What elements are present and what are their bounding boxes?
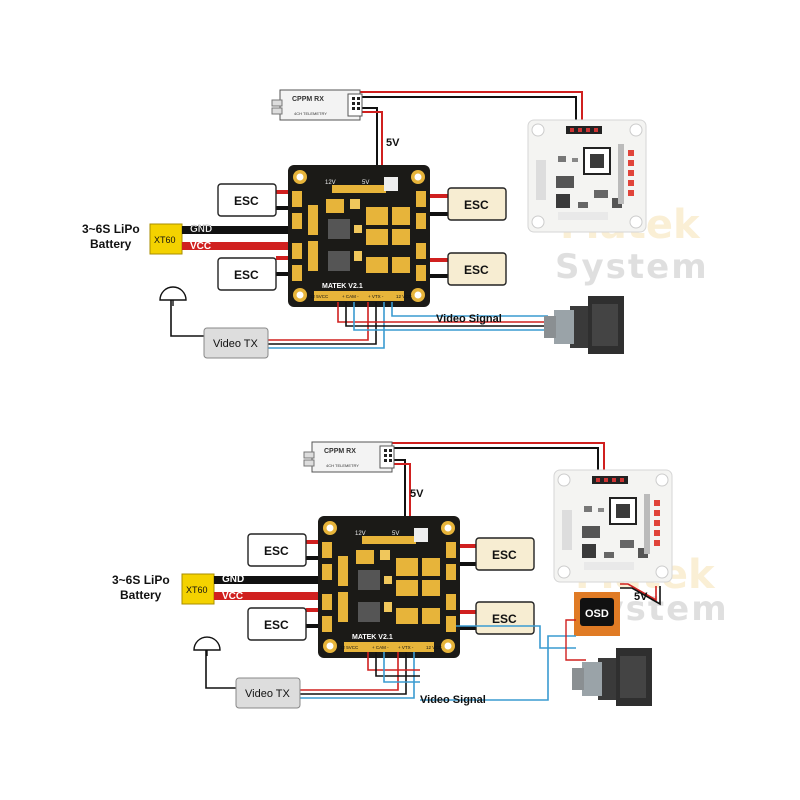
video-tx-label: Video TX: [213, 338, 259, 350]
receiver-sublabel: 4CH TELEMETRY: [294, 111, 327, 116]
battery-label-line1: 3~6S LiPo: [82, 222, 140, 236]
camera-icon: [544, 296, 624, 354]
battery-label-line1: 3~6S LiPo: [112, 573, 170, 587]
receiver-sublabel: 4CH TELEMETRY: [326, 463, 359, 468]
diagram-top: CPPM RX 4CH TELEMETRY 5V 3~6S LiPo Batte…: [82, 89, 647, 359]
pdb-bottom-right: + VTX -: [368, 294, 384, 299]
diagram-bottom: CPPM RX 4CH TELEMETRY 5V 3~6S LiPo Batte…: [112, 441, 673, 709]
pdb-bottom-left: 12 5VCC: [310, 294, 329, 299]
pdb-name-label: MATEK V2.1: [352, 634, 393, 641]
gnd-label: GND: [222, 574, 244, 585]
vcc-label: VCC: [190, 241, 211, 252]
esc-label: ESC: [464, 198, 489, 212]
antenna-icon: [159, 286, 187, 301]
flight-controller: [553, 469, 673, 583]
flight-controller: [527, 119, 647, 233]
xt60-connector: [181, 573, 215, 605]
osd-5v-label: 5V: [634, 591, 648, 603]
pdb-top-label: 12V: [355, 531, 366, 537]
osd-label: OSD: [585, 608, 609, 620]
pdb-5v-label: 5V: [362, 180, 369, 186]
esc-label: ESC: [234, 194, 259, 208]
receiver-label: CPPM RX: [324, 448, 356, 455]
pdb-bottom-far: 12 VCC: [426, 645, 443, 650]
watermark-text-2: System: [555, 247, 709, 287]
pdb-bottom-right: + VTX -: [398, 645, 414, 650]
esc-label: ESC: [464, 263, 489, 277]
video-signal-label: Video Signal: [436, 313, 502, 325]
pdb-bottom-mid: + CAM -: [342, 294, 359, 299]
vcc-label: VCC: [222, 591, 243, 602]
five-v-label: 5V: [410, 488, 424, 500]
battery-label-line2: Battery: [120, 588, 162, 602]
receiver-label: CPPM RX: [292, 96, 324, 103]
pdb-bottom-mid: + CAM -: [372, 645, 389, 650]
esc-label: ESC: [234, 268, 259, 282]
xt60-connector: [149, 223, 183, 255]
esc-label: ESC: [492, 548, 517, 562]
video-tx-label: Video TX: [245, 688, 291, 700]
battery-label-line2: Battery: [90, 237, 132, 251]
pdb-5v-label: 5V: [392, 531, 399, 537]
five-v-label: 5V: [386, 137, 400, 149]
esc-label: ESC: [264, 618, 289, 632]
pdb-name-label: MATEK V2.1: [322, 283, 363, 290]
esc-label: ESC: [492, 612, 517, 626]
gnd-label: GND: [190, 224, 212, 235]
antenna-icon: [193, 636, 221, 651]
video-tx-module: [203, 327, 269, 359]
video-signal-label: Video Signal: [420, 694, 486, 706]
pdb-bottom-left: 12 5VCC: [340, 645, 359, 650]
video-tx-module: [235, 677, 301, 709]
camera-icon: [572, 648, 652, 706]
pdb-bottom-far: 12 VCC: [396, 294, 413, 299]
xt60-label: XT60: [154, 235, 176, 245]
xt60-label: XT60: [186, 585, 208, 595]
pdb-top-label: 12V: [325, 180, 336, 186]
esc-label: ESC: [264, 544, 289, 558]
